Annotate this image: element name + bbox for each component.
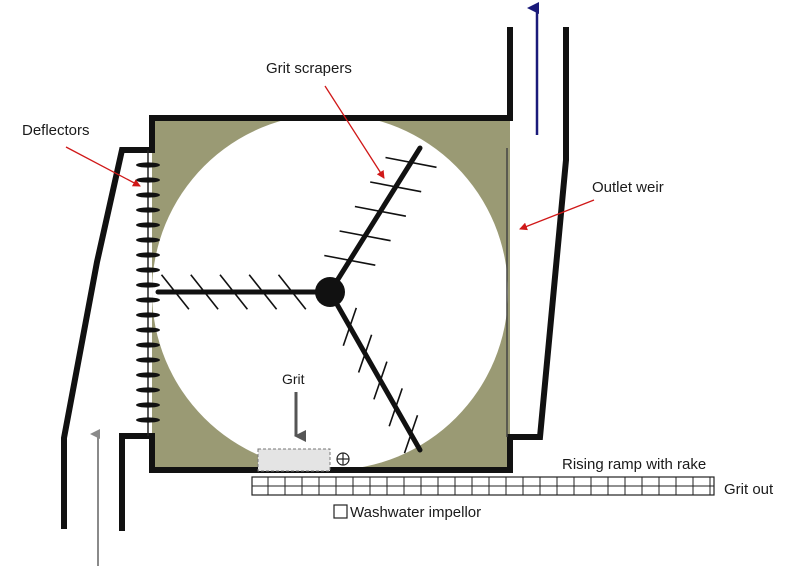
left-inlet-wall-outer [61,147,155,529]
deflector-fin [136,267,160,273]
label-deflectors: Deflectors [22,122,90,139]
scraper-blade [160,274,190,310]
label-outlet-weir: Outlet weir [592,179,664,196]
scraper-blade [403,415,419,454]
washwater-impellor-box [333,504,348,519]
deflector-fin [136,357,160,363]
scraper-blade [190,274,219,310]
label-grit-out: Grit out [724,481,774,498]
scraper-blade [385,156,437,169]
deflector-fin [136,282,160,288]
scraper-blade [219,274,249,310]
grit-deposit [257,448,331,472]
deflector-fin [136,327,160,333]
deflector-fin [136,237,160,243]
scraper-arm-upper [327,145,423,295]
label-rising-ramp: Rising ramp with rake [562,456,706,473]
scraper-blade [342,307,358,346]
scraper-blade [339,230,391,242]
label-washwater-impellor: Washwater impellor [350,504,481,521]
scraper-blade [324,254,376,266]
right-outlet-wall [149,27,569,473]
deflector-fin [136,372,160,378]
deflector-fin [136,402,160,408]
pointer-grit-scrapers [324,85,385,179]
left-inlet-wall-inner [119,433,155,531]
deflector-fin [136,387,160,393]
scraper-blade [373,361,388,400]
deflector-fin [136,207,160,213]
label-grit: Grit [282,371,305,387]
rising-ramp-rake [251,476,715,496]
deflector-fin [136,312,160,318]
deflector-fin [136,222,160,228]
scraper-blade [388,388,403,427]
pointer-deflectors [65,146,141,187]
scraper-blade [277,274,307,310]
scraper-arms [155,145,423,453]
deflector-fin [136,252,160,258]
deflector-fin [136,162,160,168]
scraper-blade [370,181,422,193]
scraper-blade [248,274,278,310]
deflector-fin [136,342,160,348]
deflector-fin [136,177,160,183]
chamber-walls [61,27,569,531]
deflector-fins [136,162,160,423]
top-wall [149,27,513,153]
scraper-blade [354,205,407,217]
scraper-blades [160,156,437,454]
pointer-outlet-weir [519,199,595,231]
label-grit-scrapers: Grit scrapers [266,60,352,77]
scraper-hub [315,277,345,307]
deflector-fin [136,417,160,423]
deflector-fin [136,192,160,198]
deflector-fin [136,297,160,303]
scraper-arm-lower [327,289,423,453]
scraper-blade [357,334,373,373]
impellor-symbol-icon [336,452,350,466]
deflector-grid [136,150,160,436]
